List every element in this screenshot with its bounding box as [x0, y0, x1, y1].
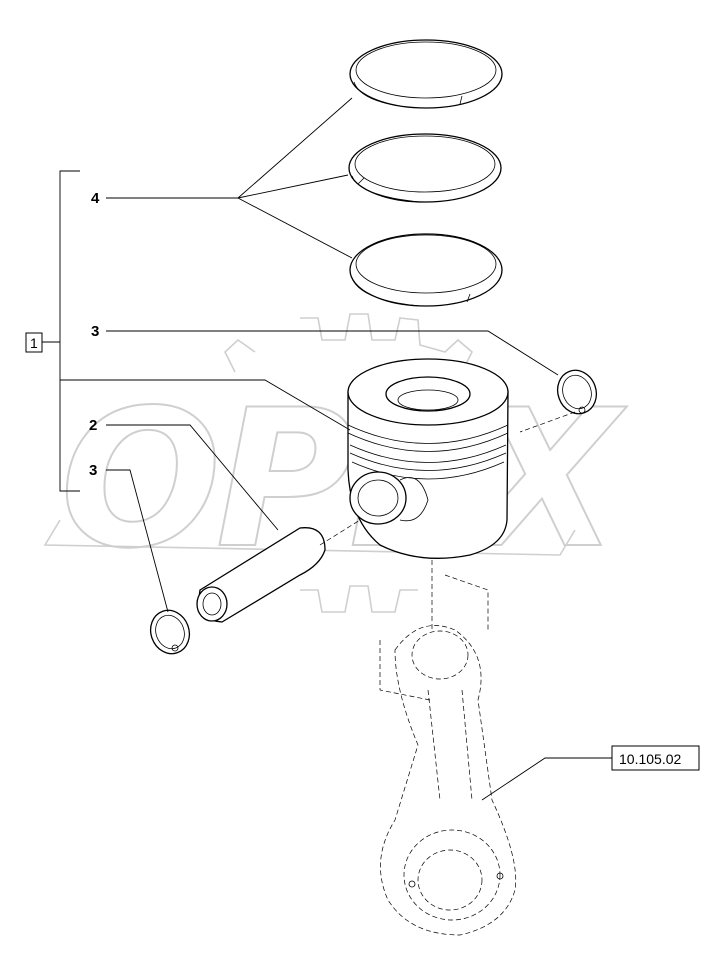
watermark-logo: OPEX	[43, 313, 635, 613]
reference-box[interactable]: 10.105.02	[611, 745, 700, 771]
callout-1-label: 1	[30, 335, 38, 351]
piston-ring-top	[349, 39, 503, 109]
callout-2: 2	[89, 417, 97, 434]
piston-ring-bottom	[349, 233, 503, 307]
callout-4: 4	[91, 190, 100, 207]
callout-1: 1	[25, 332, 43, 353]
callout-4-label: 4	[91, 190, 100, 207]
piston-ring-middle	[348, 133, 502, 203]
watermark-text: OPEX	[60, 369, 628, 590]
callout-3-top: 3	[91, 323, 99, 340]
callout-3-bottom-label: 3	[89, 462, 97, 479]
piston	[347, 358, 509, 559]
leader-lines	[42, 97, 612, 801]
connecting-rod	[380, 625, 517, 936]
assembly-guide	[379, 560, 489, 701]
circlip-top	[519, 369, 598, 433]
circlip-bottom	[149, 609, 191, 655]
callout-3-bottom: 3	[89, 462, 97, 479]
reference-box-frame	[611, 745, 700, 771]
piston-pin	[196, 519, 361, 623]
callout-2-label: 2	[89, 417, 97, 434]
reference-label[interactable]: 10.105.02	[619, 751, 681, 767]
callout-3-top-label: 3	[91, 323, 99, 340]
callout-1-box	[25, 332, 43, 353]
